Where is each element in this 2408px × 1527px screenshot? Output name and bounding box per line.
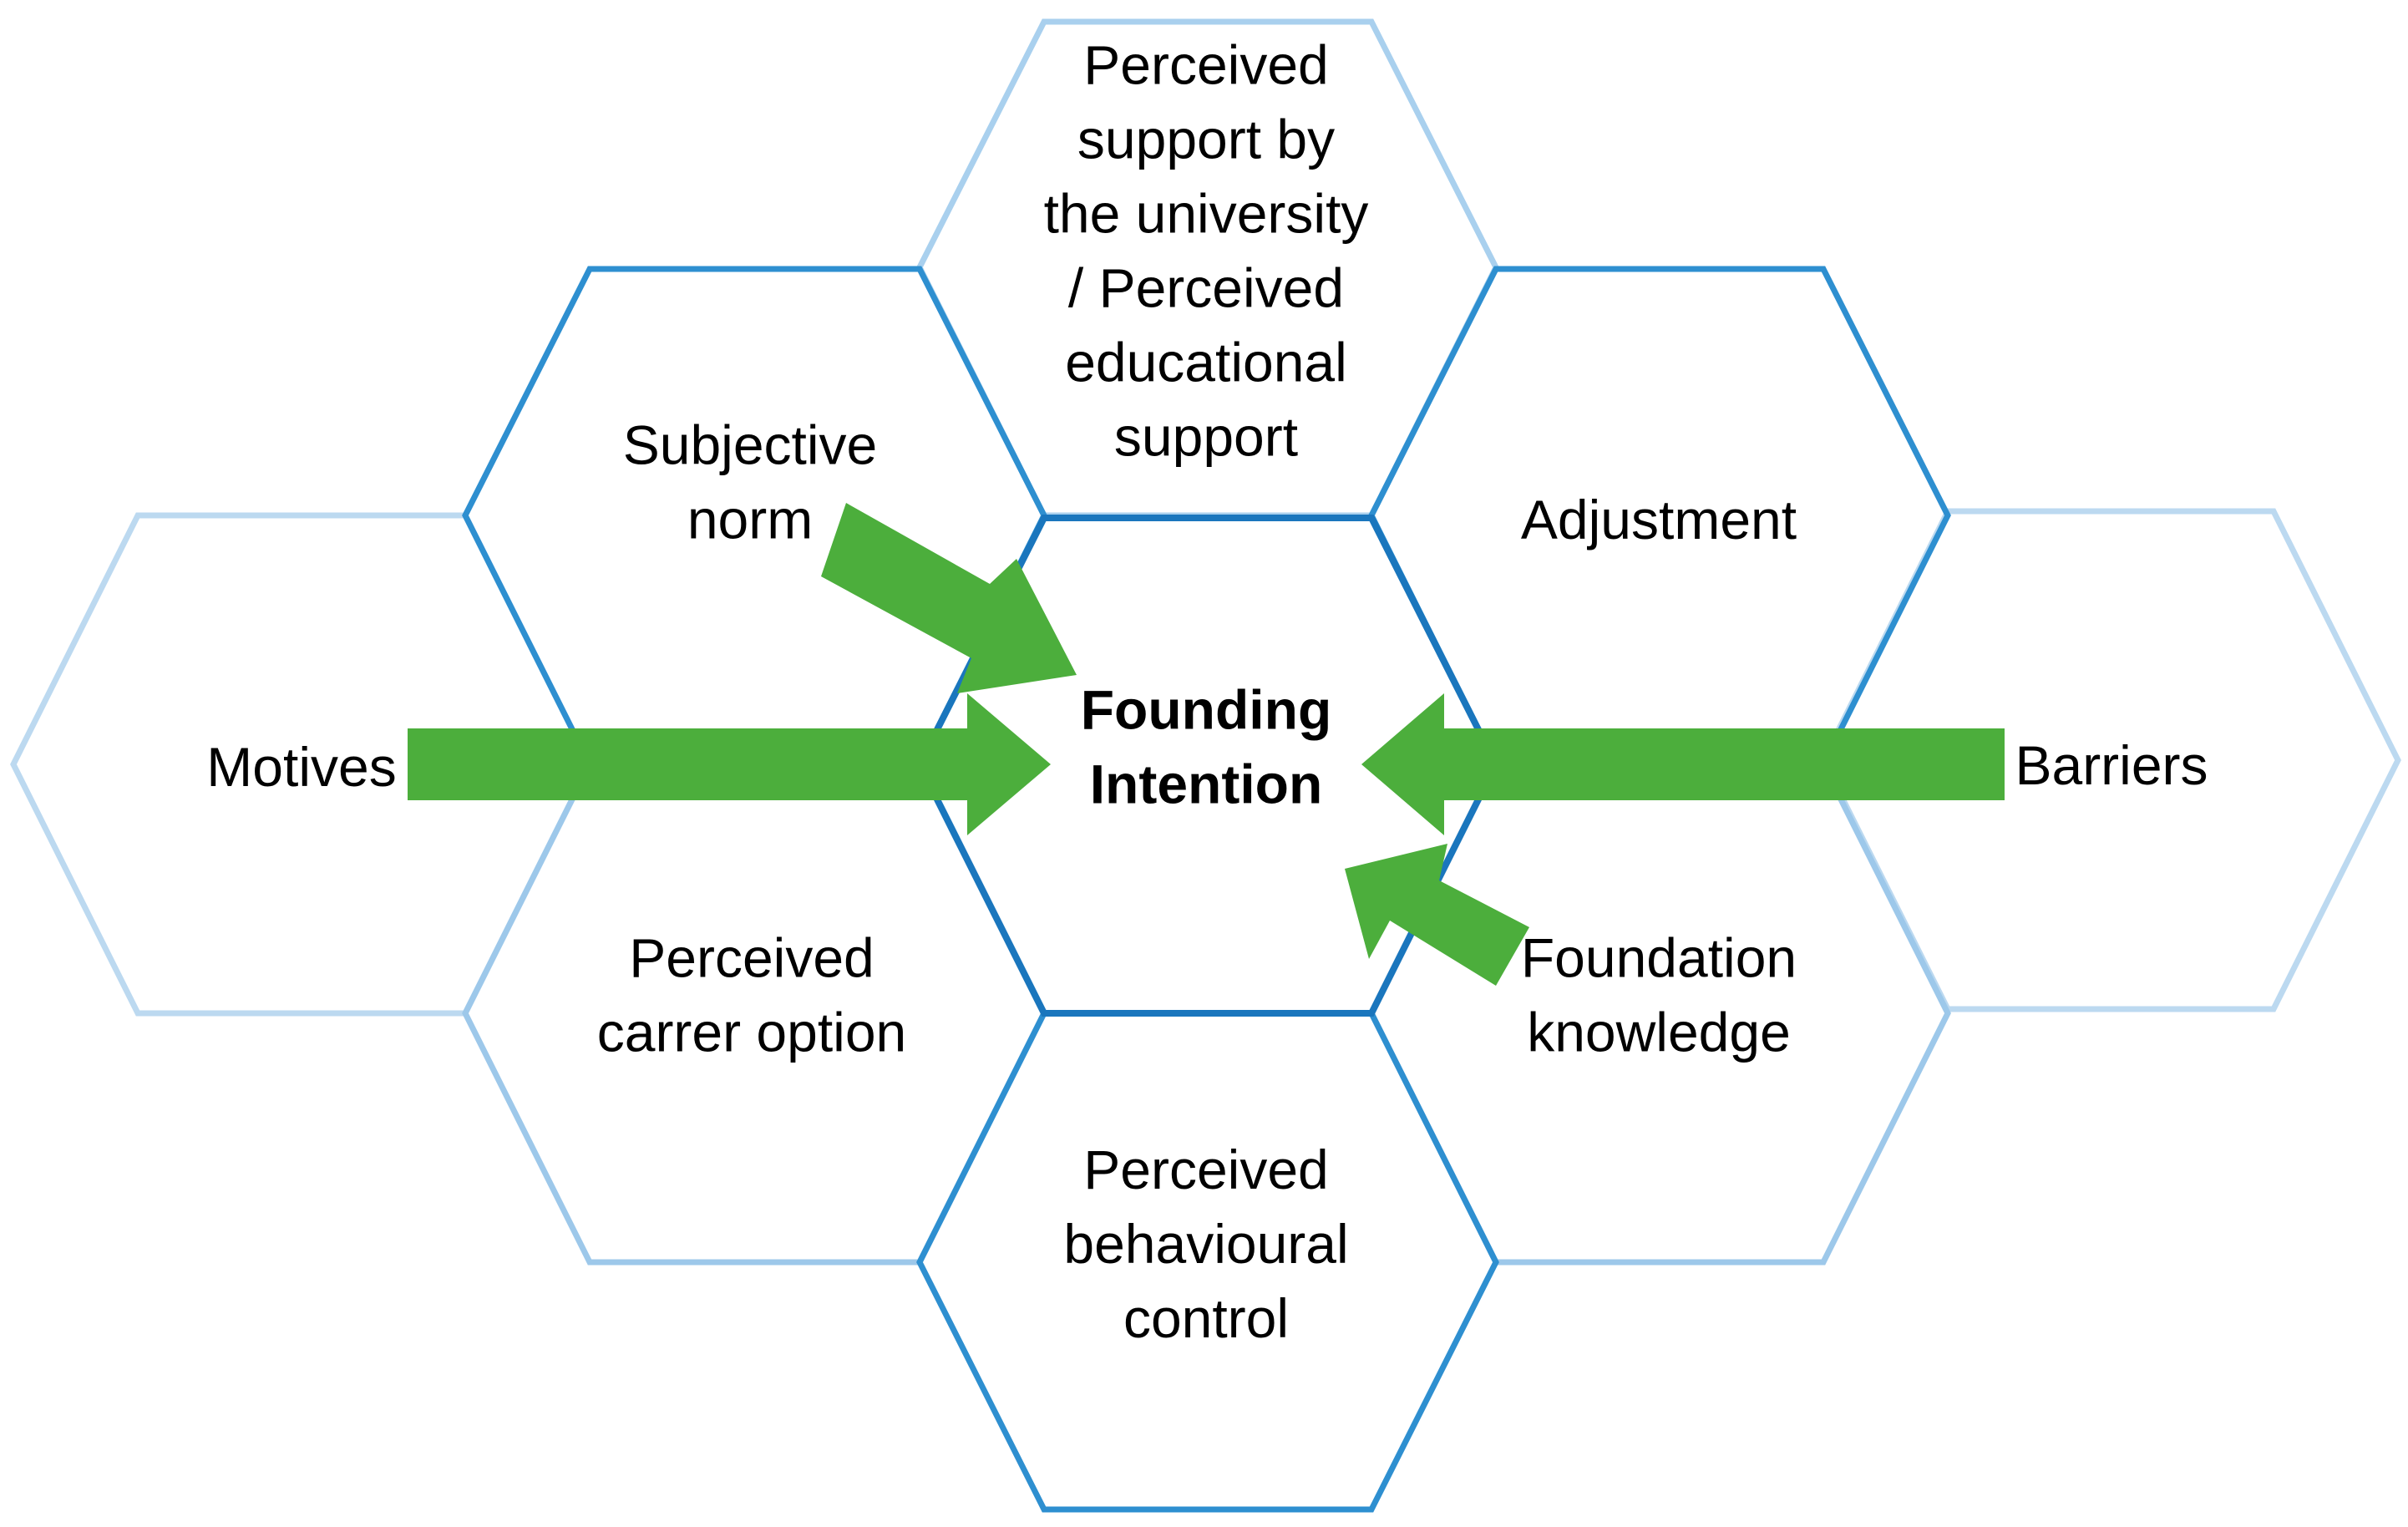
label-line: Subjective [623, 414, 878, 476]
label-perceived-behavioural-control: Perceived behavioural control [1063, 1139, 1348, 1349]
label-line: Motives [206, 736, 396, 798]
label-line: Perceived [1083, 34, 1329, 96]
label-line: support by [1077, 109, 1335, 170]
label-line: Intention [1090, 753, 1323, 815]
label-line: Adjustment [1521, 489, 1797, 550]
foundation-knowledge-arrow [1345, 844, 1529, 986]
label-line: Founding [1081, 679, 1332, 741]
label-foundation-knowledge: Foundation knowledge [1521, 927, 1797, 1063]
label-adjustment: Adjustment [1521, 489, 1797, 550]
label-line: Perceived [629, 927, 874, 989]
label-subjective-norm: Subjective norm [623, 414, 878, 550]
label-motives: Motives [206, 736, 396, 798]
motives-arrow [408, 693, 1051, 835]
label-line: the university [1044, 183, 1369, 245]
label-line: / Perceived [1068, 257, 1344, 319]
label-line: knowledge [1527, 1002, 1791, 1063]
label-layer: Motives Subjective norm Perceived carrer o… [206, 34, 2208, 1350]
label-line: Barriers [2015, 734, 2208, 796]
label-line: support [1114, 406, 1298, 468]
label-line: control [1123, 1287, 1289, 1349]
subjective-norm-arrow [821, 503, 1077, 693]
label-line: norm [687, 489, 813, 550]
label-line: carrer option [597, 1002, 907, 1063]
arrow-layer [408, 503, 2005, 986]
label-perceived-support: Perceived support by the university / Perce… [1044, 34, 1369, 468]
label-line: Perceived [1083, 1139, 1329, 1200]
label-line: educational [1065, 332, 1347, 393]
label-line: Foundation [1521, 927, 1797, 989]
barriers-arrow [1361, 693, 2005, 835]
label-line: behavioural [1063, 1213, 1348, 1275]
label-barriers: Barriers [2015, 734, 2208, 796]
label-perceived-career-option: Perceived carrer option [597, 927, 907, 1063]
